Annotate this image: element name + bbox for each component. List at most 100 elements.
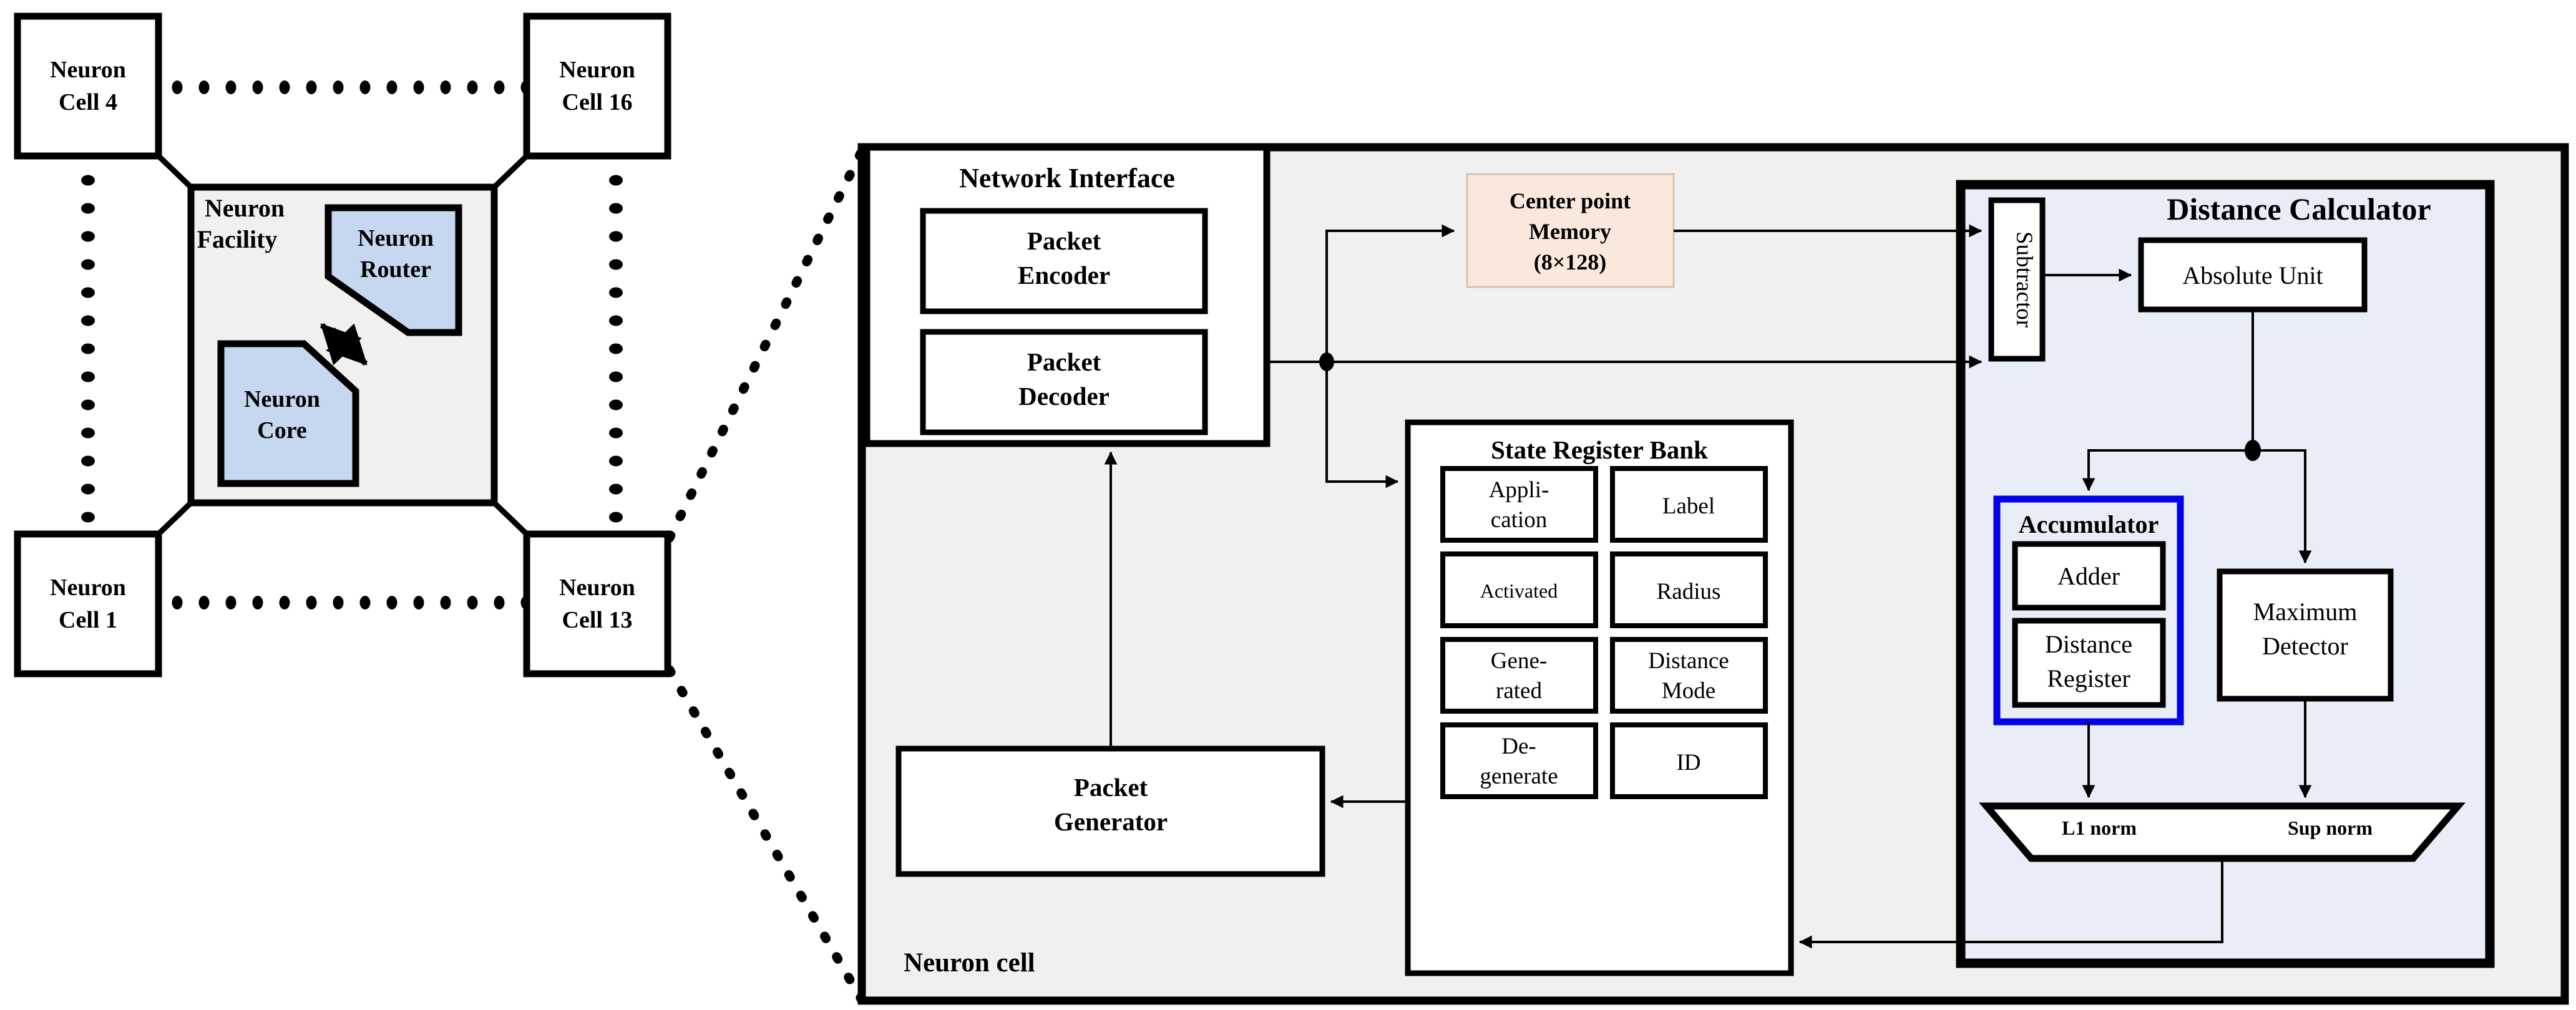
register-distance-mode-line2: Mode: [1662, 678, 1715, 704]
mesh-cell-4-label-line2: Cell 4: [59, 89, 117, 115]
register-degenerate-box: [1440, 722, 1598, 799]
mesh-cell-13[interactable]: Neuron Cell 13: [523, 530, 671, 677]
neuron-router[interactable]: Neuron Router: [324, 204, 462, 336]
mesh-cell-16-label-line2: Cell 16: [562, 89, 633, 115]
adder-label: Adder: [2057, 562, 2120, 590]
neuron-facility-label-line1: Neuron: [205, 194, 285, 222]
center-point-memory-line2: Memory: [1529, 219, 1611, 244]
register-generated-line2: rated: [1496, 678, 1542, 704]
adder[interactable]: Adder: [2012, 541, 2166, 611]
mesh-cell-1-box: [14, 530, 162, 677]
mesh-cell-4[interactable]: Neuron Cell 4: [14, 12, 162, 160]
packet-decoder-label-line2: Decoder: [1018, 382, 1110, 410]
subtractor[interactable]: Subtractor: [1988, 197, 2046, 362]
distance-calculator[interactable]: Distance Calculator Subtractor Absolute …: [1956, 180, 2495, 968]
distance-register[interactable]: Distance Register: [2012, 618, 2166, 708]
register-id-line1: ID: [1676, 750, 1700, 775]
zoom-callout-lines: [665, 146, 867, 1005]
register-distance-mode[interactable]: Distance Mode: [1610, 637, 1768, 714]
maximum-detector[interactable]: Maximum Detector: [2217, 568, 2394, 702]
register-application-box: [1440, 466, 1598, 543]
wire-to-accumulator: [2082, 449, 2253, 492]
mesh-cell-13-box: [523, 530, 671, 677]
center-point-memory-box: [1466, 173, 1675, 288]
mesh-link-right: [609, 175, 623, 523]
subtractor-box: [1988, 197, 2046, 362]
network-interface-title: Network Interface: [959, 163, 1175, 193]
wire-to-state-register-bank: [1325, 362, 1399, 488]
wire-to-center-point-memory: [1325, 224, 1455, 362]
register-degenerate-line1: De-: [1501, 734, 1536, 759]
register-radius-box: [1610, 551, 1768, 628]
register-id-box: [1610, 722, 1768, 799]
register-distance-mode-box: [1610, 637, 1768, 714]
neuron-router-shape: [324, 204, 462, 336]
maximum-detector-line1: Maximum: [2253, 598, 2358, 626]
accumulator[interactable]: Accumulator Adder Distance Register: [1993, 495, 2184, 726]
norm-selector-shape: [1979, 802, 2466, 862]
neuron-router-label-line1: Neuron: [358, 225, 434, 251]
packet-generator-label-line2: Generator: [1054, 807, 1168, 836]
packet-decoder-label-line1: Packet: [1027, 347, 1101, 376]
register-application-line1: Appli-: [1489, 477, 1549, 503]
register-application-line2: cation: [1491, 507, 1547, 533]
register-id[interactable]: ID: [1610, 722, 1768, 799]
callout-line-upper: [665, 146, 867, 543]
center-point-memory-line1: Center point: [1510, 188, 1631, 213]
neuron-router-label-line2: Router: [360, 256, 431, 283]
register-generated[interactable]: Gene- rated: [1440, 637, 1598, 714]
packet-encoder-label-line1: Packet: [1027, 226, 1101, 255]
mesh-cell-13-label-line2: Cell 13: [562, 607, 633, 633]
register-radius-line1: Radius: [1657, 579, 1721, 605]
register-activated[interactable]: Activated: [1440, 551, 1598, 628]
mesh-cell-16-box: [523, 12, 671, 160]
mesh-cell-4-label-line1: Neuron: [50, 57, 126, 83]
state-register-bank[interactable]: State Register Bank Appli- cation Label …: [1405, 419, 1794, 976]
mesh-link-left: [81, 175, 95, 523]
mesh-cell-13-label-line1: Neuron: [559, 575, 635, 601]
absolute-unit-label: Absolute Unit: [2182, 261, 2323, 289]
register-degenerate-line2: generate: [1480, 764, 1558, 789]
packet-decoder[interactable]: Packet Decoder: [920, 329, 1208, 435]
facility-corner-links: [156, 153, 529, 537]
neuron-facility[interactable]: Neuron Facility Neuron Router Neuron Cor…: [187, 183, 498, 507]
register-application[interactable]: Appli- cation: [1440, 466, 1598, 543]
accumulator-title: Accumulator: [2019, 510, 2159, 538]
neuron-cell-label: Neuron cell: [904, 948, 1035, 978]
distance-register-line2: Register: [2047, 664, 2130, 692]
sup-norm-label: Sup norm: [2288, 817, 2373, 839]
register-radius[interactable]: Radius: [1610, 551, 1768, 628]
distance-register-line1: Distance: [2045, 630, 2132, 658]
state-register-bank-title: State Register Bank: [1491, 435, 1708, 464]
neuron-cell-panel[interactable]: Neuron cell Network Interface Packet Enc…: [857, 143, 2569, 1005]
center-point-memory[interactable]: Center point Memory (8×128): [1466, 173, 1675, 288]
mesh-cell-1[interactable]: Neuron Cell 1: [14, 530, 162, 677]
absolute-unit[interactable]: Absolute Unit: [2138, 237, 2368, 313]
wires: [1104, 224, 2312, 949]
packet-encoder-box: [920, 208, 1208, 314]
register-degenerate[interactable]: De- generate: [1440, 722, 1598, 799]
register-generated-line1: Gene-: [1491, 648, 1547, 674]
l1-norm-label: L1 norm: [2062, 817, 2137, 839]
norm-selector-mux[interactable]: L1 norm Sup norm: [1979, 802, 2466, 862]
register-label[interactable]: Label: [1610, 466, 1768, 543]
mesh-cell-16[interactable]: Neuron Cell 16: [523, 12, 671, 160]
register-label-line1: Label: [1662, 493, 1715, 519]
packet-encoder[interactable]: Packet Encoder: [920, 208, 1208, 314]
packet-generator-box: [895, 745, 1325, 877]
packet-decoder-box: [920, 329, 1208, 435]
mesh-link-bottom: [172, 596, 532, 609]
mesh-link-top: [172, 80, 532, 94]
network-interface[interactable]: Network Interface Packet Encoder Packet …: [863, 143, 1271, 447]
register-generated-box: [1440, 637, 1598, 714]
neuron-core-shape: [217, 340, 359, 487]
packet-generator[interactable]: Packet Generator: [895, 745, 1325, 877]
register-distance-mode-line1: Distance: [1648, 648, 1729, 674]
mesh-cell-1-label-line1: Neuron: [50, 575, 126, 601]
neuron-core[interactable]: Neuron Core: [217, 340, 359, 487]
mesh-panel: Neuron Facility Neuron Router Neuron Cor…: [14, 12, 671, 677]
register-activated-line1: Activated: [1480, 580, 1558, 602]
distance-register-box: [2012, 618, 2166, 708]
subtractor-label: Subtractor: [2011, 231, 2037, 328]
